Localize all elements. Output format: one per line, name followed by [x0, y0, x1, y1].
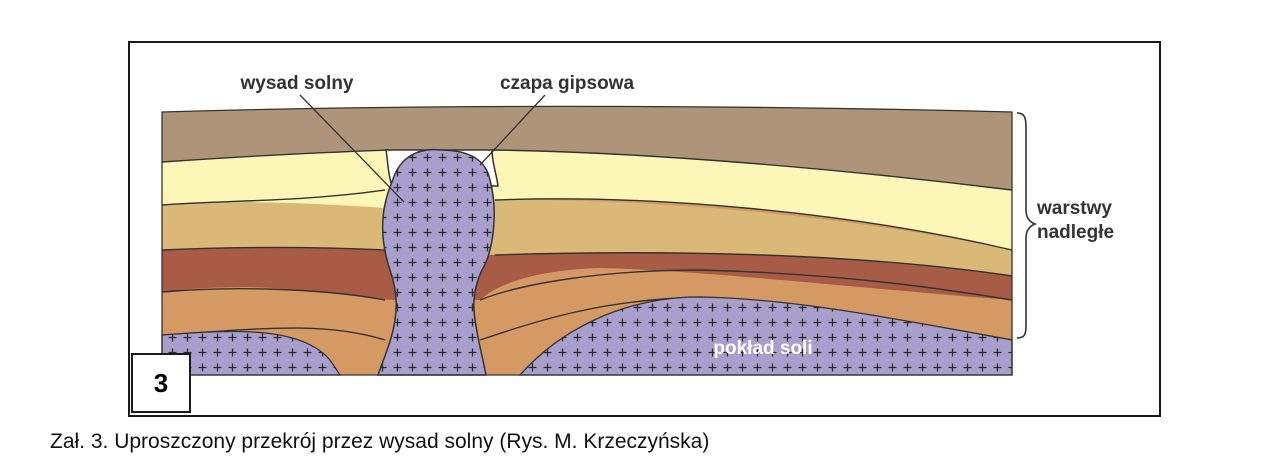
label-overlying-layers-2: nadległe: [1037, 222, 1114, 243]
figure-number: 3: [154, 368, 168, 399]
figure-number-box: 3: [131, 353, 191, 413]
label-overlying-layers-1: warstwy: [1036, 198, 1112, 219]
overlying-layers-brace: [1017, 113, 1035, 338]
figure-caption: Zał. 3. Uproszczony przekrój przez wysad…: [50, 430, 709, 454]
label-gypsum-cap: czapa gipsowa: [500, 73, 635, 94]
label-salt-bed: pokład soli: [713, 338, 812, 359]
salt-diapir-pattern: [378, 150, 494, 375]
label-salt-diapir: wysad solny: [240, 73, 354, 94]
